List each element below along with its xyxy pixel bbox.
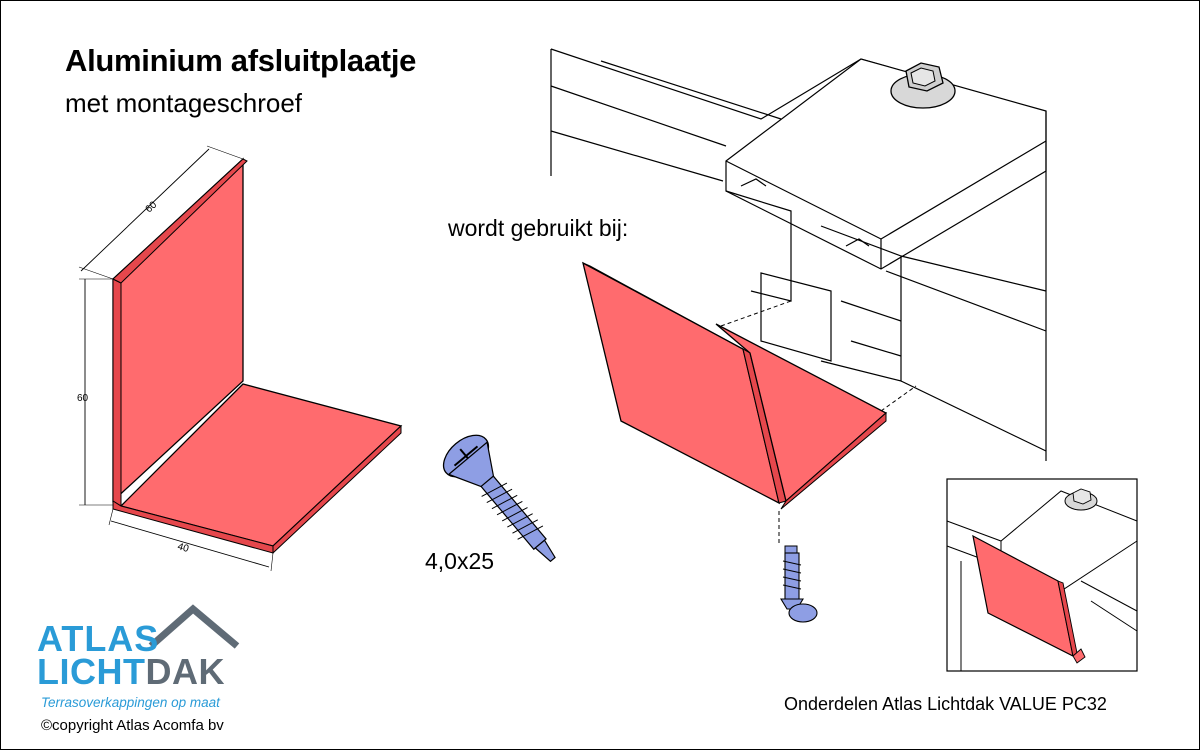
logo-line-2: LICHTDAK: [37, 651, 225, 693]
logo-dak-text: DAK: [145, 651, 225, 692]
copyright-notice: ©copyright Atlas Acomfa bv: [41, 717, 224, 734]
profile-assembly: [550, 48, 1047, 546]
hex-bolt-icon: [890, 62, 956, 109]
phillips-screw-icon: [442, 434, 556, 563]
angle-plate-dimensioned: 60 60 40: [77, 145, 403, 572]
angle-plate-exploded: [582, 261, 888, 510]
mounting-screw-icon: [780, 545, 818, 623]
dimension-depth-label: 40: [176, 541, 190, 555]
used-with-label: wordt gebruikt bij:: [448, 215, 629, 241]
page-subtitle: met montageschroef: [65, 88, 303, 118]
screw-size-label: 4,0x25: [425, 548, 495, 574]
logo-licht-text: LICHT: [37, 651, 146, 692]
page-title: Aluminium afsluitplaatje: [65, 43, 417, 78]
logo-tagline: Terrasoverkappingen op maat: [41, 695, 220, 710]
assembled-inset: [946, 478, 1138, 672]
dimension-top-label: 60: [144, 199, 160, 215]
dimension-height-label: 60: [77, 393, 89, 404]
logo-line-1: ATLAS: [37, 618, 160, 659]
house-roof-icon: [148, 604, 240, 649]
footer-caption: Onderdelen Atlas Lichtdak VALUE PC32: [784, 694, 1107, 714]
